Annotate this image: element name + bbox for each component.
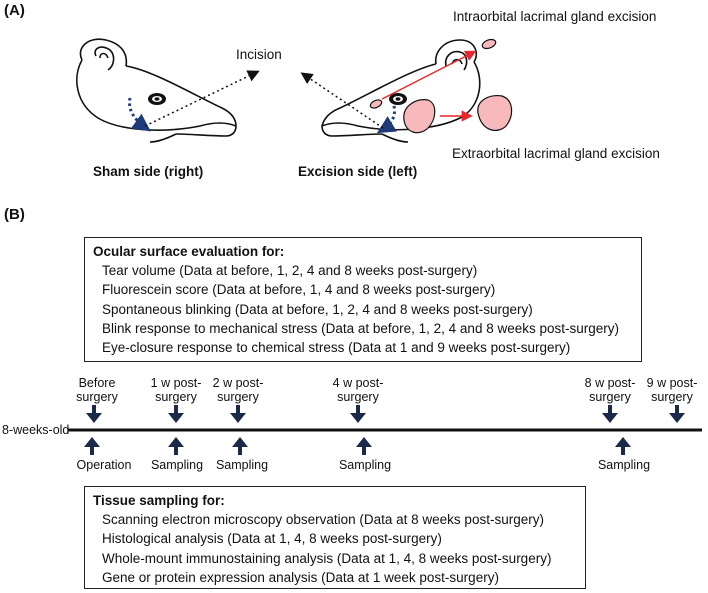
timepoint-2w-label: 2 w post-surgery xyxy=(212,376,264,404)
sham-side-label: Sham side (right) xyxy=(93,164,204,179)
down-arrow-icon xyxy=(602,405,618,423)
excision-incision-icon xyxy=(376,105,397,134)
tissue-item: Gene or protein expression analysis (Dat… xyxy=(102,569,499,585)
red-arrow-intraorbital xyxy=(381,50,477,100)
timeline-sampling-label: Sampling xyxy=(597,458,651,472)
timepoint-4w-label: 4 w post-surgery xyxy=(332,376,384,404)
timepoint-9w-label: 9 w post-surgery xyxy=(646,376,698,404)
up-arrow-icon xyxy=(356,437,372,455)
extraorbital-label: Extraorbital lacrimal gland excision xyxy=(452,146,660,161)
up-arrow-icon xyxy=(232,437,248,455)
ocular-evaluation-box: Ocular surface evaluation for: Tear volu… xyxy=(84,237,642,362)
panel-a-label: (A) xyxy=(4,2,25,19)
timeline-start-label: 8-weeks-old xyxy=(2,423,70,437)
up-arrow-icon xyxy=(168,437,184,455)
sham-incision-icon xyxy=(128,97,151,132)
excised-extraorbital-gland xyxy=(477,95,513,132)
tissue-item: Scanning electron microscopy observation… xyxy=(102,512,544,527)
timepoint-1w-label: 1 w post-surgery xyxy=(150,376,202,404)
timepoint-8w-label: 8 w post-surgery xyxy=(584,376,636,404)
timeline-sampling-label: Sampling xyxy=(215,458,269,472)
tissue-item: Histological analysis (Data at 1, 4, 8 w… xyxy=(102,531,442,547)
panel-b-label: (B) xyxy=(4,206,25,223)
ocular-item: Tear volume (Data at before, 1, 2, 4 and… xyxy=(102,263,478,278)
timeline-sampling-label: Sampling xyxy=(150,458,204,472)
tissue-item: Whole-mount immunostaining analysis (Dat… xyxy=(102,550,552,566)
sham-eye xyxy=(148,93,166,105)
excision-rat-head xyxy=(321,39,481,143)
ocular-item: Fluorescein score (Data at before, 1, 4 … xyxy=(102,282,496,298)
down-arrow-icon xyxy=(168,405,184,423)
tissue-sampling-heading: Tissue sampling for: xyxy=(93,493,225,508)
extraorbital-gland-in-situ xyxy=(403,99,436,134)
sham-rat-head xyxy=(76,38,237,143)
intraorbital-gland-in-situ xyxy=(369,99,383,109)
incision-label: Incision xyxy=(236,47,282,62)
tissue-sampling-box: Tissue sampling for: Scanning electron m… xyxy=(84,486,586,589)
incision-arrow-left xyxy=(144,70,260,127)
ocular-evaluation-heading: Ocular surface evaluation for: xyxy=(93,244,285,259)
ocular-item: Eye-closure response to chemical stress … xyxy=(102,340,571,356)
intraorbital-label: Intraorbital lacrimal gland excision xyxy=(453,9,657,24)
excised-intraorbital-gland xyxy=(481,38,497,50)
down-arrow-icon xyxy=(350,405,366,423)
up-arrow-icon xyxy=(615,437,631,455)
down-arrows xyxy=(86,405,685,423)
down-arrow-icon xyxy=(230,405,246,423)
incision-arrow-right xyxy=(300,72,384,129)
ocular-item: Blink response to mechanical stress (Dat… xyxy=(102,320,620,336)
timeline-operation-label: Operation xyxy=(76,458,132,472)
down-arrow-icon xyxy=(86,405,102,423)
ocular-item: Spontaneous blinking (Data at before, 1,… xyxy=(102,301,533,317)
up-arrows xyxy=(84,437,631,455)
excision-eye xyxy=(389,93,407,105)
timeline-sampling-label: Sampling xyxy=(338,458,392,472)
excision-side-label: Excision side (left) xyxy=(298,164,418,179)
up-arrow-icon xyxy=(84,437,100,455)
down-arrow-icon xyxy=(669,405,685,423)
panel-a-illustration xyxy=(76,38,513,143)
